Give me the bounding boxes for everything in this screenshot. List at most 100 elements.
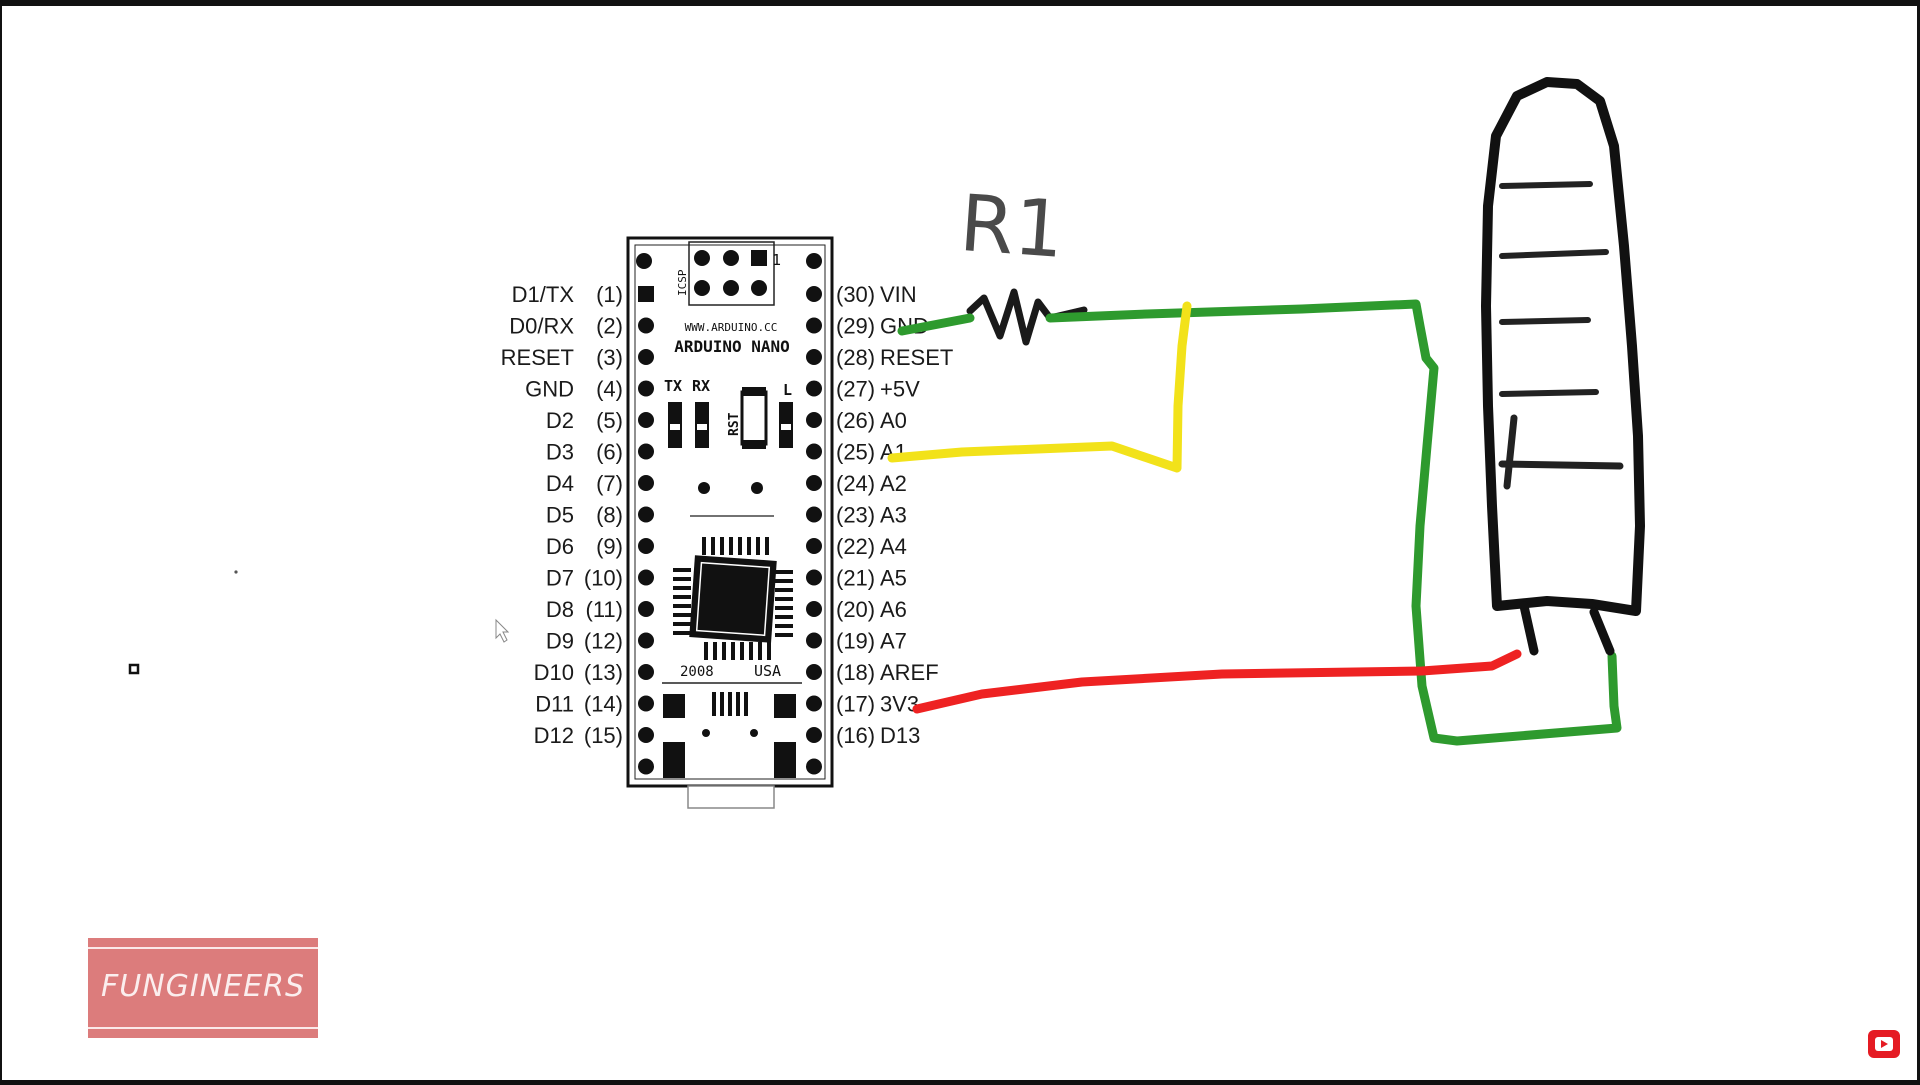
pin-hole [638,475,654,491]
left-pin-number: (6) [596,440,623,465]
led-l-pad [781,424,791,430]
left-pin-labels: D1/TX(1)D0/RX(2)RESET(3)GND(4)D2(5)D3(6)… [501,282,623,748]
right-pin-number: (19) [836,629,875,654]
right-pin-name: A3 [880,503,907,528]
left-pin-number: (10) [584,566,623,591]
left-pin-number: (2) [596,314,623,339]
pin-hole [638,727,654,743]
right-pin-number: (17) [836,692,875,717]
board-name: ARDUINO NANO [674,337,790,356]
right-pin-number: (27) [836,377,875,402]
right-pin-name: D13 [880,723,920,748]
youtube-icon[interactable] [1868,1030,1900,1058]
left-pin-name: D7 [546,566,574,591]
right-pin-number: (20) [836,597,875,622]
right-pin-number: (22) [836,534,875,559]
chip-leg [673,631,691,635]
left-pin-number: (13) [584,660,623,685]
usb-pin [712,692,716,716]
mcu-chip-legs [673,537,793,660]
pin-hole [638,758,654,775]
pin-hole [638,664,654,680]
pin-hole [806,443,822,460]
left-pin-name: RESET [501,345,574,370]
mouse-pointer-icon [495,618,510,643]
power-wire [912,649,1522,714]
flex-sensor-stripe [1499,181,1593,189]
flex-sensor [1481,77,1645,656]
board-website: WWW.ARDUINO.CC [685,321,778,334]
stray-mark [128,663,140,675]
pin-hole [806,758,822,775]
chip-leg [775,624,793,628]
chip-leg [738,537,742,555]
left-pin-number: (8) [596,503,623,528]
pin-hole [806,727,822,743]
flex-sensor-stripe [1499,249,1609,259]
pin-hole [806,286,822,302]
left-pin-name: D8 [546,597,574,622]
chip-leg [740,642,744,660]
board-inner-outline [634,244,826,780]
right-pin-number: (24) [836,471,875,496]
pin-hole [806,506,822,523]
pin-hole [638,412,654,428]
pin-hole [638,569,654,586]
right-pin-name: 3V3 [880,692,919,717]
board-country: USA [754,662,781,680]
right-pin-number: (26) [836,408,875,433]
pin-hole [806,569,822,586]
chip-leg [775,570,793,574]
left-pin-number: (15) [584,723,623,748]
wiring-diagram: 1 ICSP WWW.ARDUINO.CC ARDUINO NANO TX RX… [128,77,1645,809]
usb-pin [736,692,740,716]
board-dot [698,482,710,494]
usb-dot [750,729,758,737]
pin-hole [638,695,654,712]
pin-hole [638,601,654,617]
right-pin-number: (21) [836,566,875,591]
resistor-label: R1 [957,179,1067,276]
ground-wire [897,299,1622,746]
right-pin-number: (29) [836,314,875,339]
board-dot [751,482,763,494]
right-pin-name: AREF [880,660,939,685]
led-label-rx: RX [692,377,710,395]
right-pin-number: (30) [836,282,875,307]
left-pin-name: D10 [534,660,574,685]
pin-hole [638,286,654,302]
usb-pin [720,692,724,716]
right-pin-name: A6 [880,597,907,622]
pin-hole [638,632,654,649]
chip-leg [775,597,793,601]
whiteboard: 1 ICSP WWW.ARDUINO.CC ARDUINO NANO TX RX… [2,6,1917,1080]
icsp-pin [751,250,767,266]
left-pin-number: (11) [586,597,624,622]
right-pin-number: (28) [836,345,875,370]
right-pin-number: (25) [836,440,875,465]
chip-leg [775,615,793,619]
reset-button-bottom [742,440,766,449]
pin-hole [806,664,822,680]
right-pin-labels: (30)VIN(29)GND(28)RESET(27)+5V(26)A0(25)… [836,282,953,748]
chip-leg [731,642,735,660]
pin-one-label: 1 [772,251,781,269]
flex-sensor-lead [1589,607,1615,656]
chip-leg [704,642,708,660]
left-pin-number: (3) [596,345,623,370]
pin-hole [638,538,654,554]
pin-hole [806,317,822,334]
left-pin-name: D9 [546,629,574,654]
usb-pin [744,692,748,716]
right-pin-name: A4 [880,534,907,559]
corner-pin [636,253,652,269]
signal-wire [887,301,1192,473]
left-pin-name: GND [525,377,574,402]
pin-hole [638,349,654,365]
flex-sensor-stripe [1498,460,1624,470]
right-pin-name: VIN [880,282,917,307]
chip-leg [673,586,691,590]
flex-sensor-lead [1519,601,1539,656]
left-pin-number: (4) [596,377,623,402]
play-icon [1881,1040,1888,1048]
